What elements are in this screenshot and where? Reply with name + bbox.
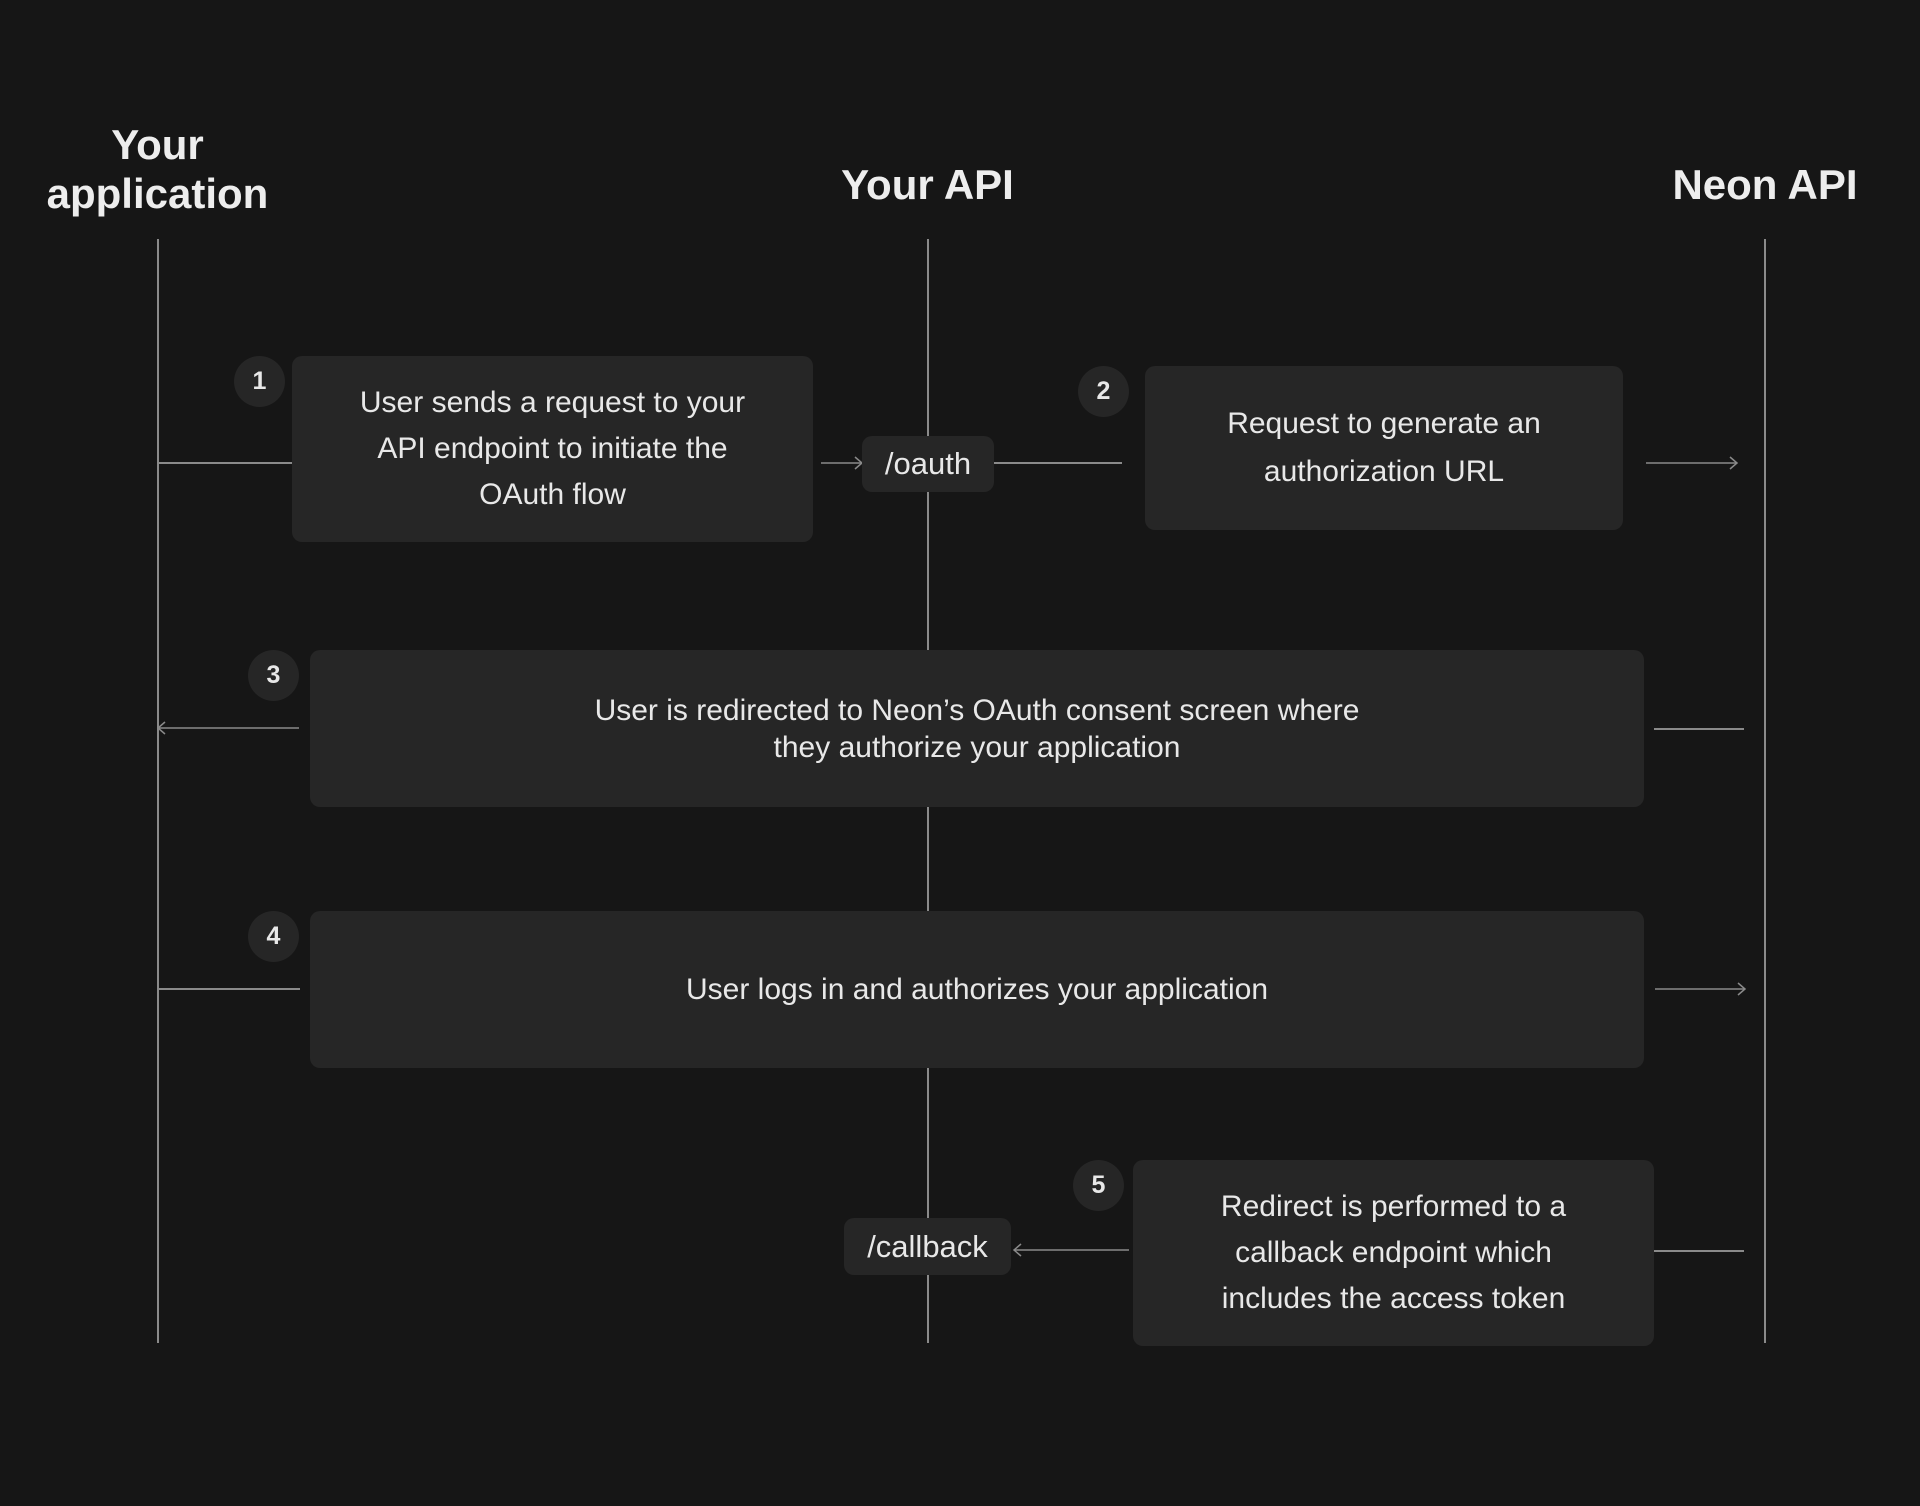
step-2-text: Request to generate an authorization URL — [1227, 407, 1541, 488]
lifeline-your-application — [157, 239, 159, 1343]
step-badge-5: 5 — [1073, 1160, 1124, 1211]
column-title-your-application: Your application — [46, 121, 269, 217]
step-badge-4: 4 — [248, 911, 299, 962]
step-2-line-left — [994, 462, 1122, 464]
arrow-right-icon — [821, 456, 864, 470]
step-5-line-right — [1654, 1250, 1744, 1252]
step-3-line-right — [1654, 728, 1744, 730]
step-4-line-left — [158, 988, 300, 990]
step-1-box: User sends a request to your API endpoin… — [292, 356, 813, 542]
step-badge-2: 2 — [1078, 366, 1129, 417]
step-5-box: Redirect is performed to a callback endp… — [1133, 1160, 1654, 1346]
step-badge-3: 3 — [248, 650, 299, 701]
step-3-text: User is redirected to Neon’s OAuth conse… — [594, 693, 1360, 764]
step-5-text: Redirect is performed to a callback endp… — [1220, 1190, 1567, 1315]
arrow-left-icon — [156, 721, 299, 735]
step-1-text: User sends a request to your API endpoin… — [359, 386, 746, 511]
column-title-your-api: Your API — [841, 161, 1014, 208]
column-title-neon-api: Neon API — [1672, 161, 1858, 208]
arrow-right-icon — [1655, 982, 1747, 996]
arrow-left-icon — [1012, 1243, 1129, 1257]
lifeline-neon-api — [1764, 239, 1766, 1343]
step-3-box: User is redirected to Neon’s OAuth conse… — [310, 650, 1644, 807]
step-4-box: User logs in and authorizes your applica… — [310, 911, 1644, 1068]
arrow-right-icon — [1646, 456, 1739, 470]
step-1-line-left — [158, 462, 292, 464]
step-4-text: User logs in and authorizes your applica… — [686, 972, 1268, 1006]
step-badge-1: 1 — [234, 356, 285, 407]
endpoint-callback: /callback — [844, 1218, 1011, 1275]
step-2-box: Request to generate an authorization URL — [1145, 366, 1623, 530]
endpoint-oauth: /oauth — [862, 436, 994, 492]
